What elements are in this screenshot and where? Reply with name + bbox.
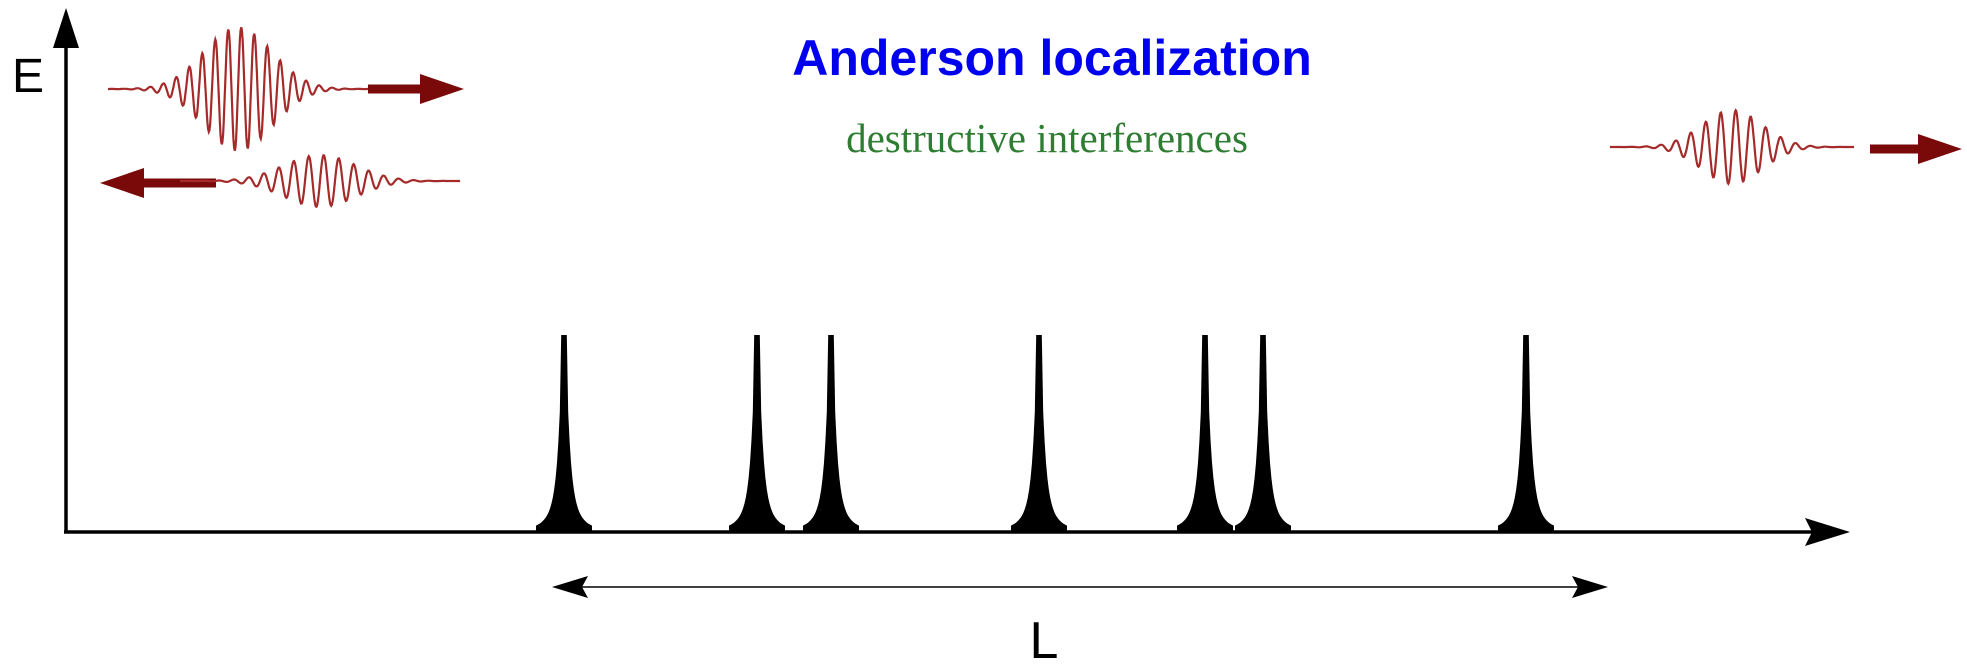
x-axis-arrowhead [1805,518,1850,546]
reflected-wave-arrow-head [100,168,144,198]
barrier-peak [1498,335,1554,532]
disorder-barriers [536,335,1554,532]
barrier-peak [1177,335,1233,532]
barrier-peak [729,335,785,532]
incident-wave-packet [108,27,368,151]
reflected-wave-packet [180,153,460,209]
length-arrow-right-head [1572,576,1608,598]
length-label: L [1030,612,1059,665]
transmitted-wave-arrow-head [1918,134,1962,164]
length-arrow-left-head [552,576,588,598]
transmitted-wave-packet [1610,108,1854,186]
diagram-subtitle: destructive interferences [846,115,1248,161]
wave-packets [100,27,1962,209]
barrier-peak [1011,335,1067,532]
barrier-peak [803,335,859,532]
barrier-peak [1235,335,1291,532]
y-axis-label: E [12,50,44,103]
diagram-title: Anderson localization [792,30,1312,86]
barrier-peak [536,335,592,532]
y-axis-arrowhead [53,8,79,48]
incident-wave-arrow-head [420,74,464,104]
